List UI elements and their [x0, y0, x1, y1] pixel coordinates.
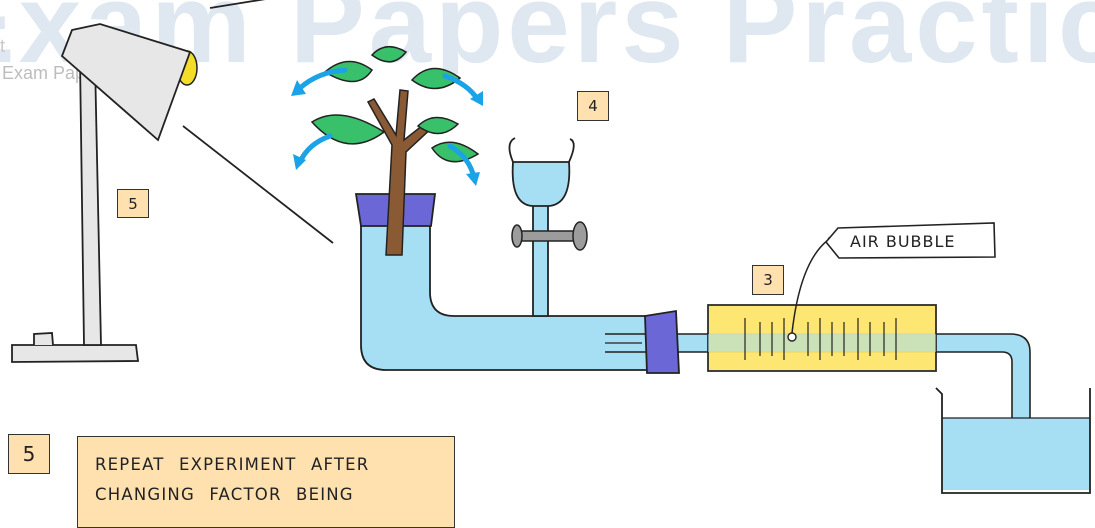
step-4-funnel-tag: 4: [577, 91, 609, 121]
beaker-outline: [935, 387, 1091, 494]
lamp-pole: [79, 58, 102, 346]
arrow-left-lower: [297, 133, 333, 165]
lamp-shade: [60, 23, 192, 142]
air-bubble-pointer: [791, 239, 829, 334]
instruction-text: REPEAT EXPERIMENT AFTER CHANGING FACTOR …: [95, 450, 369, 510]
funnel-rim-left: [508, 137, 516, 163]
tap-knob-right: [572, 221, 588, 251]
arrow-right-upper: [442, 73, 481, 103]
lamp: [11, 23, 198, 363]
funnel-bulb: [511, 161, 571, 207]
lamp-switch: [33, 332, 54, 346]
water-loss-arrowheads: [291, 80, 483, 186]
scale-ticks: [744, 318, 897, 360]
leaf-1: [323, 60, 374, 83]
leaf-2: [370, 46, 408, 63]
light-ray-lower: [182, 125, 334, 244]
instruction-line-2: CHANGING FACTOR BEING: [95, 485, 354, 504]
tap-knob-left: [511, 224, 523, 248]
arrow-left-upper: [297, 67, 348, 91]
watermark-fragment: t: [0, 36, 6, 56]
light-ray-upper: [209, 0, 266, 9]
leaf-5: [416, 116, 460, 135]
joint-stopper: [644, 309, 680, 374]
air-bubble-label: AIR BUBBLE: [850, 232, 956, 251]
step-3-scale-tag: 3: [752, 265, 784, 295]
step-5-lamp-tag: 5: [117, 189, 149, 218]
lamp-base: [11, 344, 140, 363]
plant-stem: [366, 89, 437, 256]
tap-bar: [515, 230, 577, 242]
main-tube: [360, 214, 649, 371]
instruction-line-1: REPEAT EXPERIMENT AFTER: [95, 455, 370, 474]
instruction-box: REPEAT EXPERIMENT AFTER CHANGING FACTOR …: [77, 436, 455, 528]
air-bubble-tag: [824, 222, 996, 259]
apparatus-drawing: AIR BUBBLE: [11, 0, 1091, 494]
scale-tube-overlay: [708, 334, 936, 352]
funnel-stem: [532, 205, 549, 317]
leaf-3: [410, 67, 462, 90]
step-5-bottom-tag: 5: [8, 434, 50, 474]
funnel-rim-right: [568, 138, 575, 163]
air-bubble: [787, 332, 797, 342]
beaker-water: [942, 418, 1090, 490]
